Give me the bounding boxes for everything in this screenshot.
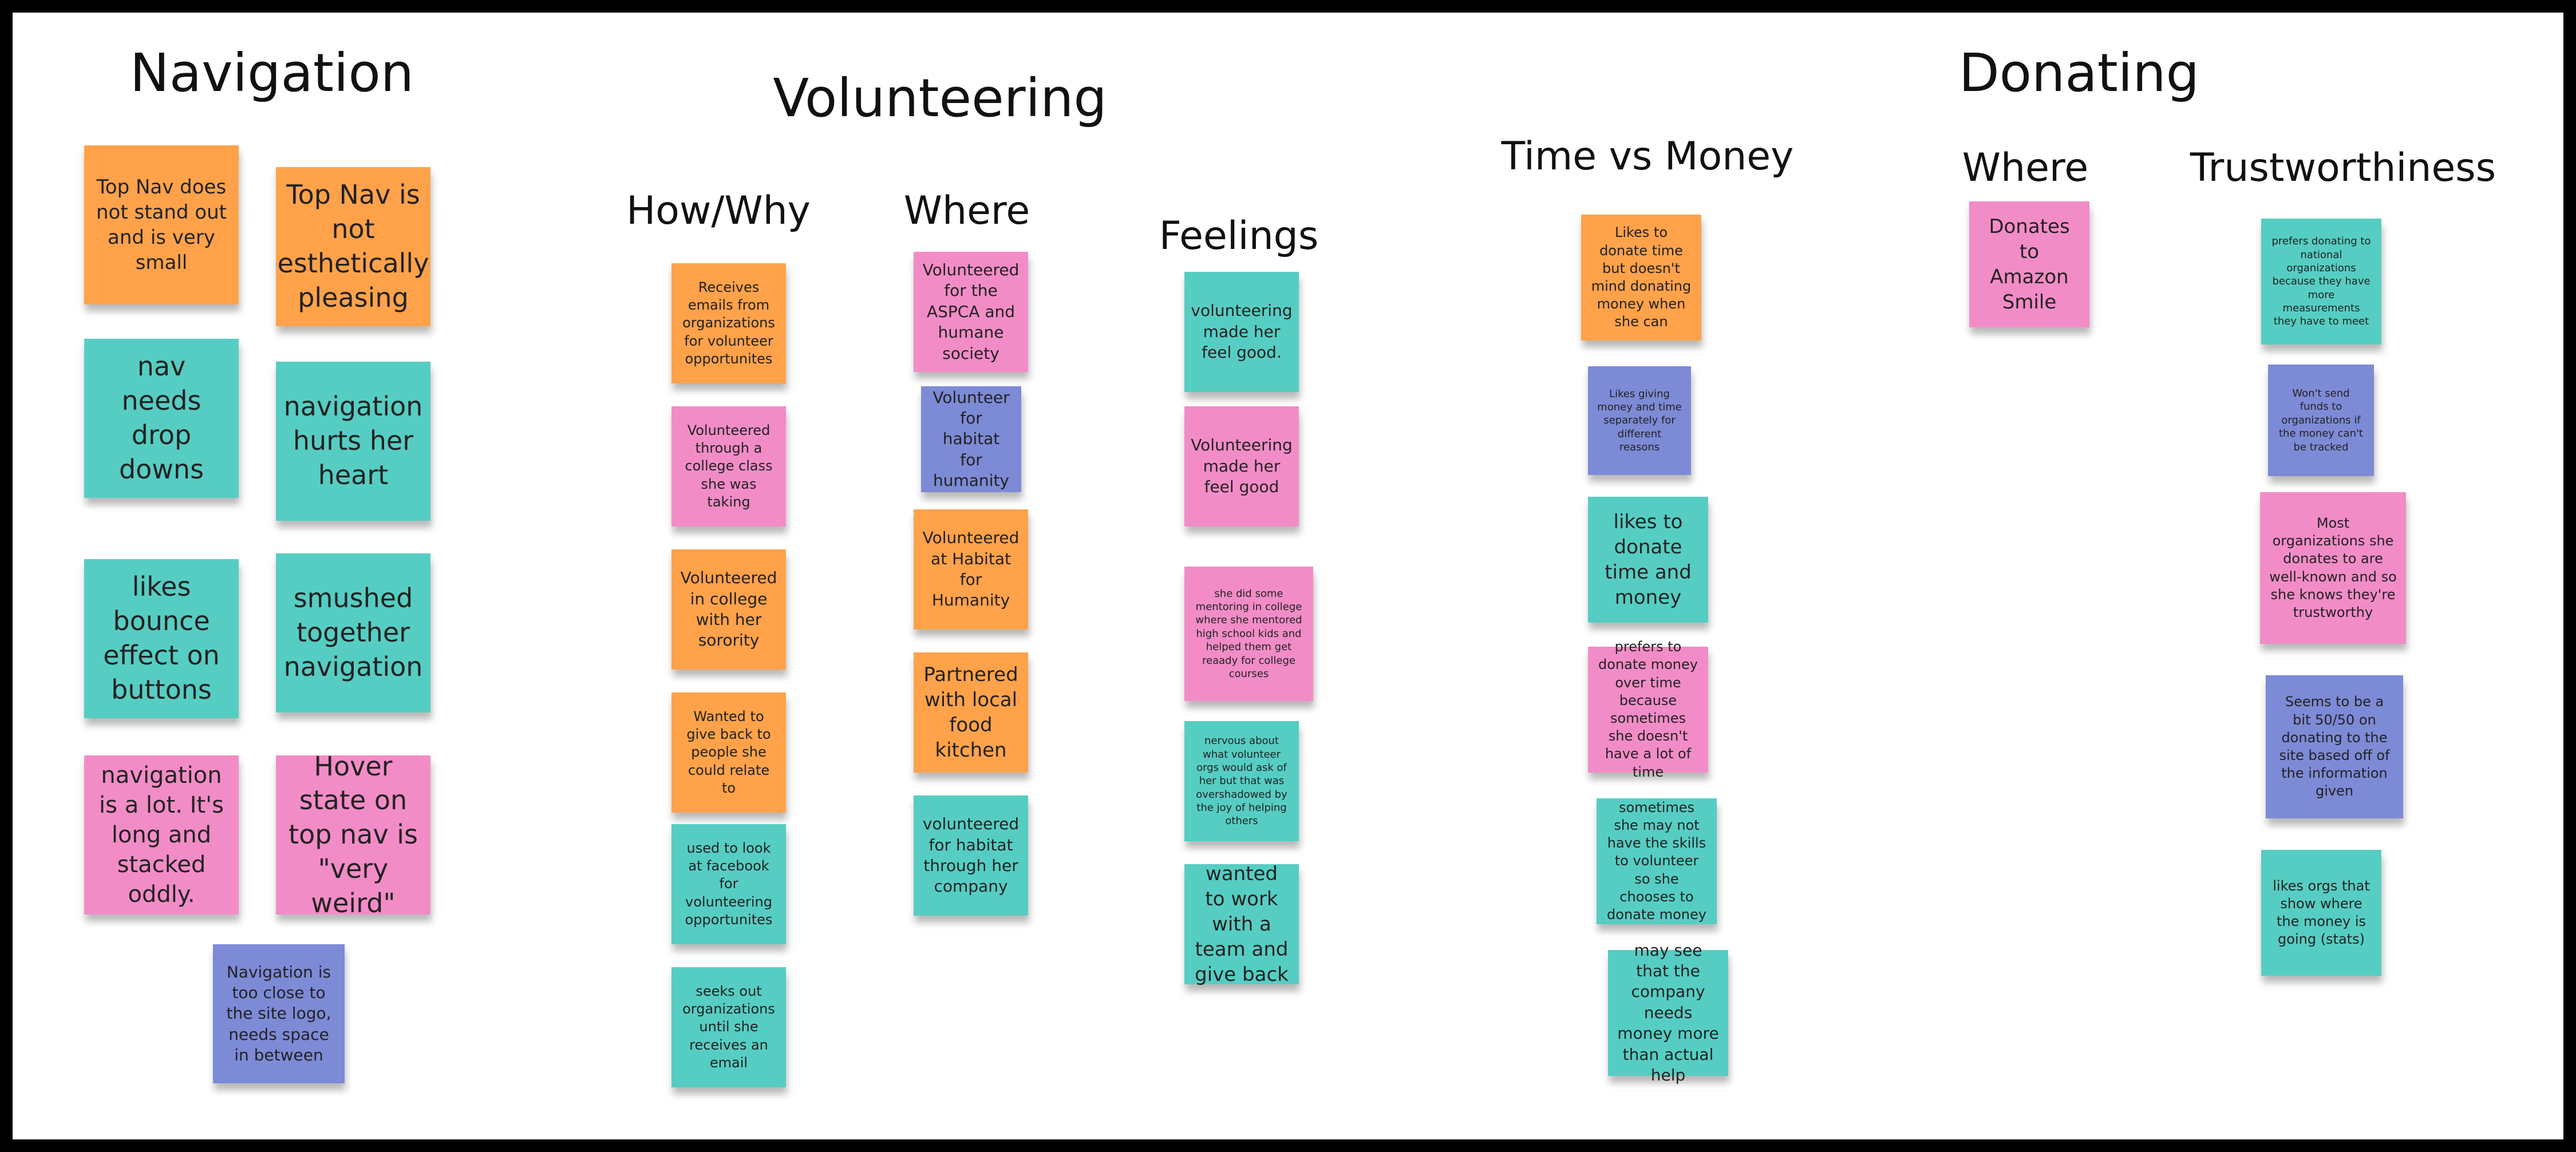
sticky-note[interactable]: Hover state on top nav is "very weird" bbox=[276, 751, 430, 919]
sticky-note[interactable]: sometimes she may not have the skills to… bbox=[1597, 798, 1717, 924]
sticky-note[interactable]: prefers donating to national organizatio… bbox=[2261, 219, 2381, 345]
sticky-note[interactable]: Volunteered for the ASPCA and humane soc… bbox=[914, 252, 1028, 372]
affinity-board: Navigation Volunteering How/Why Where Fe… bbox=[13, 13, 2563, 1139]
heading-trustworthiness: Trustworthiness bbox=[2190, 145, 2496, 191]
sticky-note[interactable]: Navigation is too close to the site logo… bbox=[213, 944, 345, 1083]
sticky-note[interactable]: likes orgs that show where the money is … bbox=[2261, 850, 2381, 976]
sticky-note[interactable]: nervous about what volunteer orgs would … bbox=[1184, 721, 1299, 841]
sticky-note[interactable]: Partnered with local food kitchen bbox=[914, 652, 1028, 773]
sticky-note[interactable]: Volunteered at Habitat for Humanity bbox=[914, 509, 1028, 630]
sticky-note[interactable]: prefers to donate money over time becaus… bbox=[1588, 639, 1708, 780]
heading-donating-where: Where bbox=[1962, 145, 2089, 191]
sticky-note[interactable]: Seems to be a bit 50/50 on donating to t… bbox=[2266, 675, 2403, 818]
sticky-note[interactable]: nav needs drop downs bbox=[84, 339, 239, 498]
sticky-note[interactable]: may see that the company needs money mor… bbox=[1608, 941, 1728, 1084]
sticky-note[interactable]: navigation is a lot. It's long and stack… bbox=[84, 755, 239, 915]
heading-volunteering: Volunteering bbox=[773, 68, 1107, 129]
sticky-note[interactable]: used to look at facebook for volunteerin… bbox=[671, 824, 786, 944]
sticky-note[interactable]: smushed together navigation bbox=[276, 553, 430, 712]
sticky-note[interactable]: Receives emails from organizations for v… bbox=[671, 263, 786, 383]
heading-navigation: Navigation bbox=[129, 42, 414, 104]
sticky-note[interactable]: Volunteering made her feel good bbox=[1184, 406, 1299, 526]
sticky-note[interactable]: Likes giving money and time separately f… bbox=[1588, 366, 1691, 475]
heading-donating: Donating bbox=[1958, 42, 2200, 104]
sticky-note[interactable]: volunteered for habitat through her comp… bbox=[914, 795, 1028, 916]
sticky-note[interactable]: seeks out organizations until she receiv… bbox=[671, 967, 786, 1087]
sticky-note[interactable]: volunteering made her feel good. bbox=[1184, 272, 1299, 392]
sticky-note[interactable]: Top Nav is not esthetically pleasing bbox=[276, 167, 430, 326]
sticky-note[interactable]: she did some mentoring in college where … bbox=[1184, 567, 1313, 701]
heading-feelings: Feelings bbox=[1159, 213, 1319, 259]
heading-how-why: How/Why bbox=[626, 188, 811, 233]
heading-volunteering-where: Where bbox=[903, 188, 1030, 233]
sticky-note[interactable]: Top Nav does not stand out and is very s… bbox=[84, 145, 239, 304]
sticky-note[interactable]: wanted to work with a team and give back bbox=[1184, 862, 1299, 986]
sticky-note[interactable]: likes to donate time and money bbox=[1588, 497, 1708, 623]
sticky-note[interactable]: Wanted to give back to people she could … bbox=[671, 692, 786, 813]
heading-time-vs-money: Time vs Money bbox=[1501, 134, 1794, 179]
sticky-note[interactable]: Most organizations she donates to are we… bbox=[2260, 492, 2406, 644]
sticky-note[interactable]: Volunteered in college with her sorority bbox=[671, 549, 786, 670]
sticky-note[interactable]: Volunteer for habitat for humanity bbox=[921, 386, 1021, 492]
sticky-note[interactable]: navigation hurts her heart bbox=[276, 362, 430, 521]
sticky-note[interactable]: Won't send funds to organizations if the… bbox=[2268, 365, 2374, 476]
sticky-note[interactable]: Likes to donate time but doesn't mind do… bbox=[1581, 215, 1701, 341]
sticky-note[interactable]: Volunteered through a college class she … bbox=[671, 406, 786, 526]
sticky-note[interactable]: Donates to Amazon Smile bbox=[1969, 201, 2089, 327]
sticky-note[interactable]: likes bounce effect on buttons bbox=[84, 559, 239, 718]
